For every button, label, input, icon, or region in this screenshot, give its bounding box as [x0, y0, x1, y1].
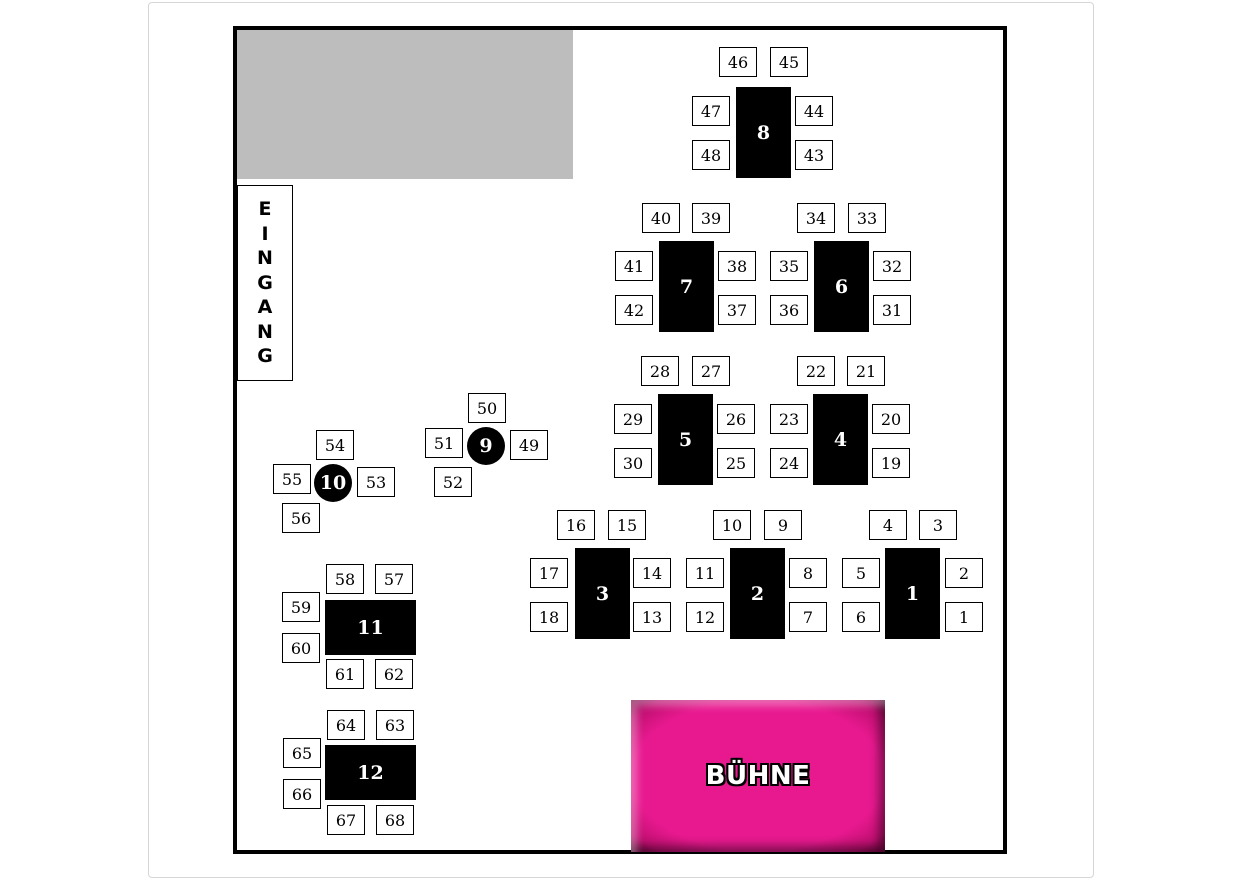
seat-13[interactable]: 13	[633, 602, 671, 632]
seat-52[interactable]: 52	[434, 467, 472, 497]
seat-57[interactable]: 57	[375, 564, 413, 594]
seat-7[interactable]: 7	[789, 602, 827, 632]
seat-31[interactable]: 31	[873, 295, 911, 325]
seat-44[interactable]: 44	[795, 96, 833, 126]
seat-36[interactable]: 36	[770, 295, 808, 325]
seat-22[interactable]: 22	[797, 356, 835, 386]
seat-17[interactable]: 17	[530, 558, 568, 588]
seat-68[interactable]: 68	[376, 805, 414, 835]
seat-34[interactable]: 34	[797, 203, 835, 233]
seat-1[interactable]: 1	[945, 602, 983, 632]
seat-53[interactable]: 53	[357, 467, 395, 497]
table-7[interactable]: 7	[659, 241, 714, 332]
entrance-letter: N	[257, 247, 273, 270]
seat-58[interactable]: 58	[326, 564, 364, 594]
seat-60[interactable]: 60	[282, 633, 320, 663]
seat-25[interactable]: 25	[717, 448, 755, 478]
seat-33[interactable]: 33	[848, 203, 886, 233]
seat-12[interactable]: 12	[686, 602, 724, 632]
seat-19[interactable]: 19	[872, 448, 910, 478]
table-4[interactable]: 4	[813, 394, 868, 485]
seat-61[interactable]: 61	[326, 659, 364, 689]
seat-15[interactable]: 15	[608, 510, 646, 540]
seat-38[interactable]: 38	[718, 251, 756, 281]
seat-59[interactable]: 59	[282, 592, 320, 622]
seat-6[interactable]: 6	[842, 602, 880, 632]
seat-24[interactable]: 24	[770, 448, 808, 478]
seat-30[interactable]: 30	[614, 448, 652, 478]
seat-27[interactable]: 27	[692, 356, 730, 386]
seat-64[interactable]: 64	[327, 710, 365, 740]
entrance-letter: G	[257, 271, 273, 294]
seat-3[interactable]: 3	[919, 510, 957, 540]
entrance-letter: N	[257, 320, 273, 343]
stage: BÜHNE	[631, 700, 885, 852]
seat-54[interactable]: 54	[316, 430, 354, 460]
entrance: E I N G A N G	[237, 185, 293, 381]
seat-9[interactable]: 9	[764, 510, 802, 540]
seat-62[interactable]: 62	[375, 659, 413, 689]
seat-20[interactable]: 20	[872, 404, 910, 434]
seat-47[interactable]: 47	[692, 96, 730, 126]
seat-11[interactable]: 11	[686, 558, 724, 588]
table-12[interactable]: 12	[325, 745, 416, 800]
entrance-letter: E	[258, 198, 272, 221]
table-10[interactable]: 10	[314, 464, 352, 502]
seat-39[interactable]: 39	[692, 203, 730, 233]
seat-10[interactable]: 10	[713, 510, 751, 540]
seat-5[interactable]: 5	[842, 558, 880, 588]
seat-67[interactable]: 67	[327, 805, 365, 835]
table-5[interactable]: 5	[658, 394, 713, 485]
table-6[interactable]: 6	[814, 241, 869, 332]
seat-50[interactable]: 50	[468, 393, 506, 423]
entrance-letter: A	[257, 296, 273, 319]
seat-41[interactable]: 41	[615, 251, 653, 281]
seat-28[interactable]: 28	[641, 356, 679, 386]
seat-35[interactable]: 35	[770, 251, 808, 281]
seat-43[interactable]: 43	[795, 140, 833, 170]
table-11[interactable]: 11	[325, 600, 416, 655]
seat-29[interactable]: 29	[614, 404, 652, 434]
seat-23[interactable]: 23	[770, 404, 808, 434]
blocked-area	[237, 30, 573, 179]
seat-55[interactable]: 55	[273, 464, 311, 494]
table-9[interactable]: 9	[467, 427, 505, 465]
table-1[interactable]: 1	[885, 548, 940, 639]
seat-65[interactable]: 65	[283, 738, 321, 768]
seat-18[interactable]: 18	[530, 602, 568, 632]
seat-42[interactable]: 42	[615, 295, 653, 325]
seat-48[interactable]: 48	[692, 140, 730, 170]
seat-21[interactable]: 21	[847, 356, 885, 386]
stage-label: BÜHNE	[705, 761, 811, 791]
table-8[interactable]: 8	[736, 87, 791, 178]
seat-4[interactable]: 4	[869, 510, 907, 540]
entrance-letter: G	[257, 345, 273, 368]
seat-14[interactable]: 14	[633, 558, 671, 588]
seat-51[interactable]: 51	[425, 428, 463, 458]
seat-37[interactable]: 37	[718, 295, 756, 325]
seat-2[interactable]: 2	[945, 558, 983, 588]
seat-26[interactable]: 26	[717, 404, 755, 434]
table-3[interactable]: 3	[575, 548, 630, 639]
seat-8[interactable]: 8	[789, 558, 827, 588]
entrance-letter: I	[261, 222, 269, 245]
seat-66[interactable]: 66	[283, 779, 321, 809]
seat-40[interactable]: 40	[642, 203, 680, 233]
seat-16[interactable]: 16	[557, 510, 595, 540]
seat-45[interactable]: 45	[770, 47, 808, 77]
seat-63[interactable]: 63	[376, 710, 414, 740]
seat-46[interactable]: 46	[719, 47, 757, 77]
seat-32[interactable]: 32	[873, 251, 911, 281]
seat-49[interactable]: 49	[510, 430, 548, 460]
table-2[interactable]: 2	[730, 548, 785, 639]
seat-56[interactable]: 56	[282, 503, 320, 533]
